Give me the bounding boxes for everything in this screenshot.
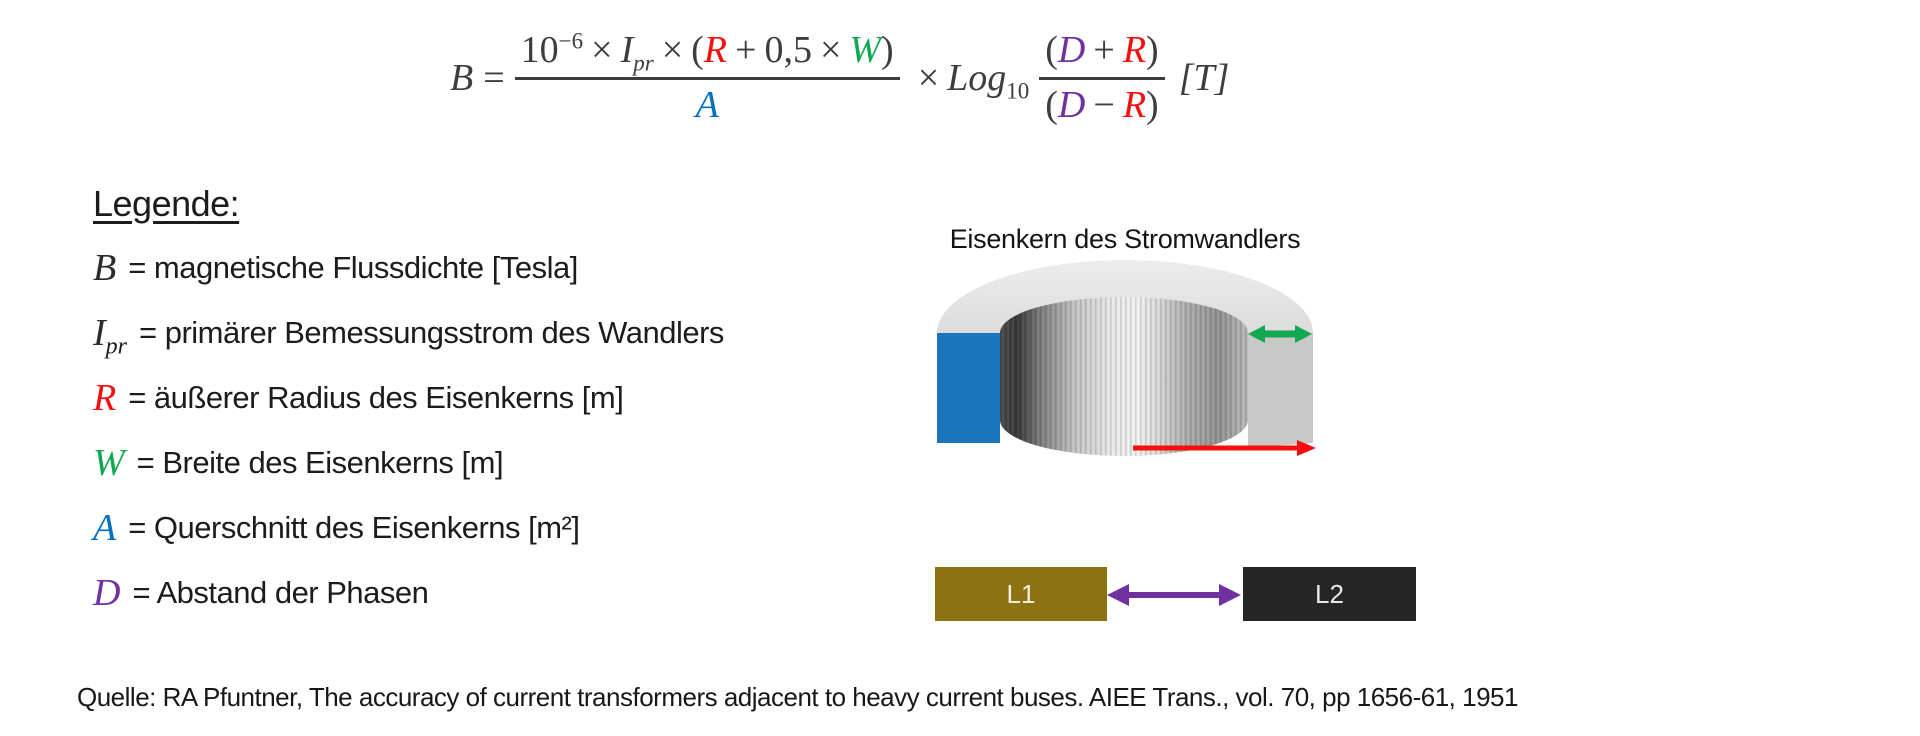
distance-symbol-2: D [1057, 83, 1086, 126]
plus-2: + [1093, 28, 1115, 71]
legend-text-a: = Querschnitt des Eisenkerns [m²] [128, 509, 580, 545]
legend-item-w: W = Breite des Eisenkerns [m] [93, 430, 724, 495]
core-diagram-title: Eisenkern des Stromwandlers [949, 224, 1301, 254]
area-symbol: A [695, 83, 719, 126]
fraction-1-denominator: A [696, 80, 719, 127]
half-coefficient: 0,5 [764, 28, 812, 71]
legend-symbol-a: A [93, 506, 117, 549]
tesla-unit: [T] [1178, 57, 1230, 99]
legend-symbol-w: W [93, 441, 125, 484]
radius-symbol: R [703, 28, 727, 71]
fraction-1-numerator: 10−6×Ipr×(R+0,5×W) [515, 28, 900, 77]
close-paren-2: ) [1146, 28, 1159, 71]
width-arrow [1248, 325, 1312, 343]
minus: − [1093, 83, 1115, 126]
phase-bar-l2: L2 [1243, 567, 1416, 621]
legend-item-r: R = äußerer Radius des Eisenkerns [m] [93, 365, 724, 430]
core-outer-wall-right [1248, 333, 1313, 448]
radius-arrow [1133, 440, 1316, 456]
formula-fraction-2: (D+R) (D−R) [1039, 28, 1165, 127]
times-3: × [819, 28, 842, 71]
formula-fraction-1: 10−6×Ipr×(R+0,5×W) A [514, 28, 900, 127]
fraction-2-denominator: (D−R) [1045, 80, 1158, 127]
phase-bar-l1: L1 [935, 567, 1107, 621]
width-symbol: W [849, 28, 882, 71]
fraction-1-bar [514, 76, 900, 80]
coefficient: 10 [520, 28, 559, 71]
iron-core-illustration [937, 260, 1316, 456]
legend-text-b: = magnetische Flussdichte [Tesla] [128, 249, 578, 285]
times-1: × [591, 28, 613, 71]
legend-item-ipr: Ipr = primärer Bemessungsstrom des Wandl… [93, 300, 724, 365]
legend-symbol-d: D [93, 571, 121, 614]
open-paren-1: ( [691, 28, 704, 71]
open-paren-2: ( [1045, 28, 1058, 71]
legend-text-r: = äußerer Radius des Eisenkerns [m] [128, 379, 624, 415]
primary-current-symbol: I [620, 28, 634, 71]
plus-1: + [735, 28, 757, 71]
formula-equals: = [483, 57, 505, 99]
close-paren-3: ) [1146, 83, 1159, 126]
legend-title: Legende: [93, 183, 240, 224]
phase-distance-arrow [1107, 584, 1241, 606]
core-lamination-texture [1000, 297, 1248, 456]
fraction-2-bar [1039, 76, 1165, 80]
radius-symbol-3: R [1122, 83, 1147, 126]
phase-l1-label: L1 [1006, 578, 1036, 609]
legend-symbol-ipr: Ipr [93, 311, 127, 360]
log-base: 10 [1006, 78, 1030, 104]
legend-symbol-r: R [93, 376, 117, 419]
times-2: × [661, 28, 684, 71]
source-citation: Quelle: RA Pfuntner, The accuracy of cur… [77, 682, 1518, 712]
fraction-2-numerator: (D+R) [1039, 28, 1164, 77]
exponent: −6 [558, 28, 584, 54]
primary-current-subscript: pr [633, 50, 654, 76]
cross-section-face [937, 333, 1000, 443]
distance-symbol-1: D [1057, 28, 1086, 71]
formula-lhs: B [450, 57, 474, 99]
legend-text-ipr: = primärer Bemessungsstrom des Wandlers [139, 314, 724, 350]
times-4: × [917, 57, 940, 99]
flux-density-formula: B = 10−6×Ipr×(R+0,5×W) A ×Log10 (D+R) (D… [450, 22, 1229, 134]
distance-arrow-shape [1107, 584, 1241, 606]
legend-item-d: D = Abstand der Phasen [93, 560, 724, 625]
radius-symbol-2: R [1122, 28, 1147, 71]
log-group: ×Log10 [910, 56, 1030, 103]
legend-symbol-b: B [93, 246, 117, 289]
legend-list: B = magnetische Flussdichte [Tesla] Ipr … [93, 235, 724, 625]
open-paren-3: ( [1045, 83, 1058, 126]
log-operator: Log [947, 57, 1007, 99]
close-paren-1: ) [881, 28, 894, 71]
phase-l2-label: L2 [1315, 578, 1344, 609]
legend-text-d: = Abstand der Phasen [132, 574, 429, 610]
legend-item-b: B = magnetische Flussdichte [Tesla] [93, 235, 724, 300]
legend-text-w: = Breite des Eisenkerns [m] [136, 444, 504, 480]
legend-item-a: A = Querschnitt des Eisenkerns [m²] [93, 495, 724, 560]
